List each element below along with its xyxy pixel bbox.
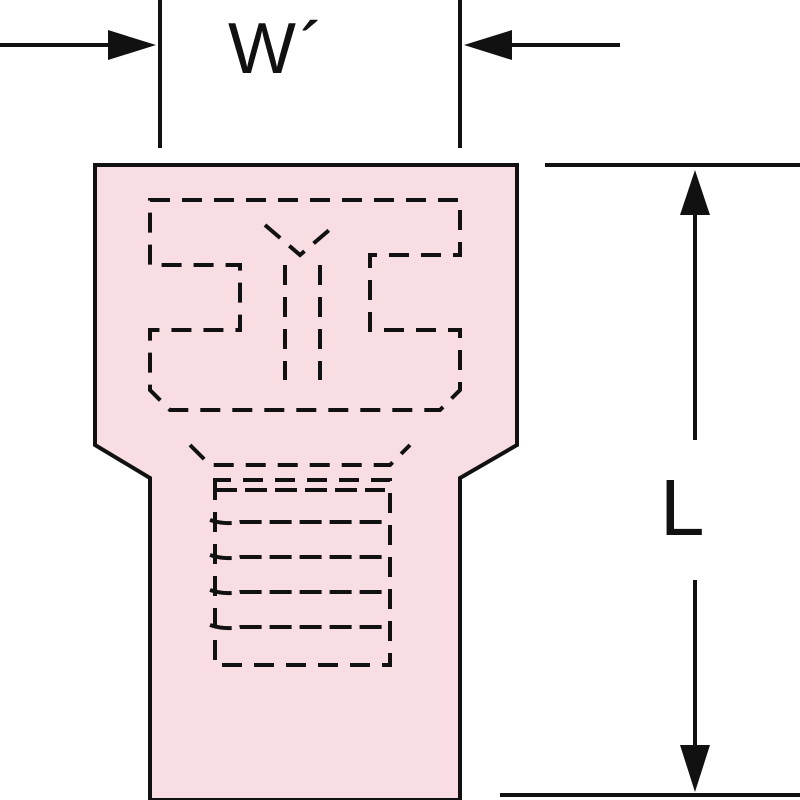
hidden-contact-outline	[148, 198, 462, 667]
length-arrow-up	[680, 170, 710, 440]
length-label: L	[660, 463, 705, 552]
width-arrow-right	[464, 30, 620, 60]
hidden-barrel-serrations	[209, 488, 385, 631]
terminal-body	[93, 163, 519, 800]
width-label: W´	[228, 9, 328, 89]
width-arrow-left	[0, 30, 156, 60]
length-arrow-down	[680, 580, 710, 792]
